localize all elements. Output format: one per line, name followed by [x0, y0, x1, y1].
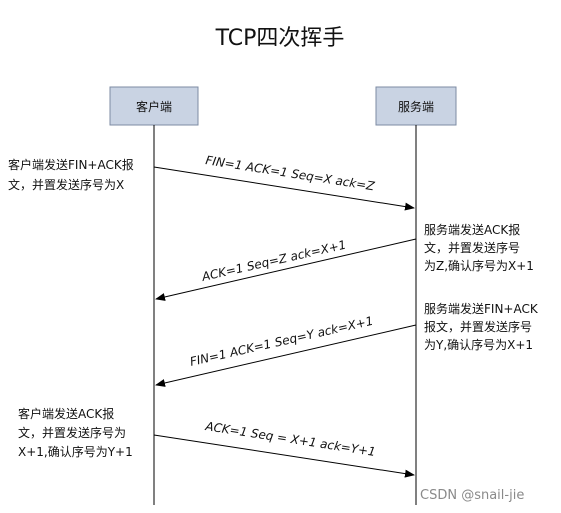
diagram-title: TCP四次挥手 [215, 26, 345, 51]
note-server-ack: 服务端发送ACK报 文，并置发送序号 为Z,确认序号为X+1 [424, 222, 534, 273]
message-fin-from-client: FIN=1 ACK=1 Seq=X ack=Z [153, 153, 415, 211]
server-box [375, 86, 457, 126]
arrow-3 [155, 324, 417, 387]
server-label: 服务端 [398, 99, 434, 114]
note-server-fin: 服务端发送FIN+ACK 报文，并置发送序号 为Y,确认序号为X+1 [424, 301, 542, 352]
client-lifeline: 客户端 [109, 86, 199, 505]
message-1-label: FIN=1 ACK=1 Seq=X ack=Z [205, 153, 377, 193]
arrow-1 [153, 166, 415, 211]
message-ack-from-server: ACK=1 Seq=Z ack=X+1 [155, 238, 417, 301]
message-ack-from-client: ACK=1 Seq = X+1 ack=Y+1 [153, 419, 415, 478]
note-client-ack: 客户端发送ACK报 文，并置发送序号为 X+1,确认序号为Y+1 [18, 406, 133, 459]
client-label: 客户端 [136, 99, 172, 114]
message-4-label: ACK=1 Seq = X+1 ack=Y+1 [204, 419, 377, 459]
note-client-fin: 客户端发送FIN+ACK报 文，并置发送序号为X [8, 157, 138, 192]
server-lifeline: 服务端 [375, 86, 457, 505]
message-2-label: ACK=1 Seq=Z ack=X+1 [200, 238, 348, 285]
client-box [109, 86, 199, 126]
arrow-2 [155, 238, 417, 301]
watermark-text: CSDN @snail-jie [420, 488, 524, 503]
message-fin-from-server: FIN=1 ACK=1 Seq=Y ack=X+1 [155, 314, 417, 387]
arrow-4 [153, 434, 415, 478]
